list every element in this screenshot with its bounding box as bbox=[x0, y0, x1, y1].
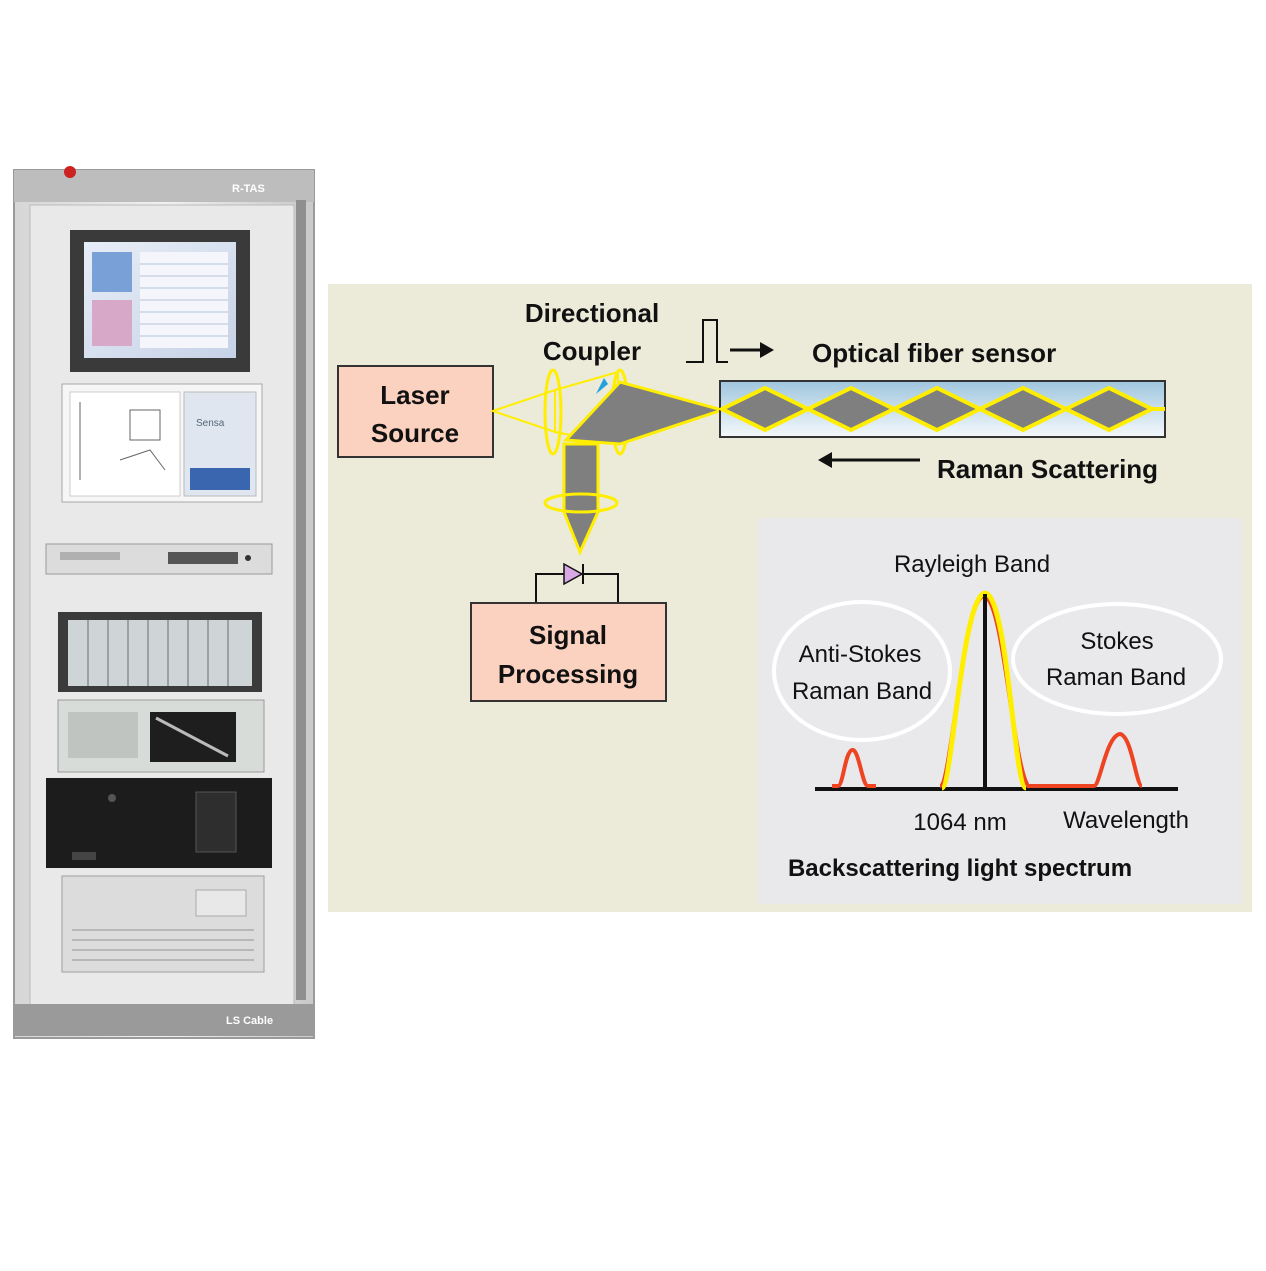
anti-stokes-ellipse bbox=[772, 600, 952, 742]
rayleigh-band-label: Rayleigh Band bbox=[894, 551, 1050, 578]
controller-blue-button bbox=[190, 468, 250, 490]
rack-card-dividers bbox=[87, 620, 229, 686]
stokes-label-line2: Raman Band bbox=[1046, 664, 1186, 691]
raman-scattering-label: Raman Scattering bbox=[937, 454, 1158, 484]
equipment-cabinet: R-TAS bbox=[13, 166, 315, 1039]
cabinet-side-rail bbox=[296, 200, 306, 1000]
instrument-knob-icon bbox=[108, 794, 116, 802]
anti-stokes-peak bbox=[832, 747, 876, 788]
network-switch bbox=[45, 543, 273, 575]
coupler-label-line2: Coupler bbox=[543, 336, 641, 366]
wavelength-value-label: 1064 nm bbox=[913, 809, 1006, 836]
stokes-label-line1: Stokes bbox=[1080, 628, 1153, 655]
switch-label-strip bbox=[60, 552, 120, 560]
instrument-panel bbox=[195, 791, 237, 853]
controller-display bbox=[69, 391, 181, 497]
bottom-vents bbox=[72, 929, 254, 961]
coupler-label-line1: Directional bbox=[525, 298, 659, 328]
photodiode-icon bbox=[535, 562, 619, 604]
cabinet-top-badge: R-TAS bbox=[232, 183, 265, 195]
anti-stokes-label-line1: Anti-Stokes bbox=[799, 641, 922, 668]
return-beam bbox=[562, 442, 600, 556]
spectrum-panel bbox=[758, 518, 1242, 904]
computer-vent bbox=[68, 712, 138, 758]
laser-label-line2: Source bbox=[371, 418, 459, 448]
bottom-unit bbox=[61, 875, 265, 973]
fiber-light-path bbox=[717, 385, 1165, 433]
detector-lens-icon bbox=[543, 492, 619, 514]
laser-label-line1: Laser bbox=[380, 380, 449, 410]
cabinet-base bbox=[14, 1004, 314, 1036]
computer-unit bbox=[57, 699, 265, 773]
cabinet-top-bar bbox=[14, 170, 314, 202]
optical-fiber-label: Optical fiber sensor bbox=[812, 338, 1056, 368]
card-rack bbox=[58, 612, 262, 692]
rayleigh-peak bbox=[939, 590, 1029, 791]
instrument-slot bbox=[72, 852, 96, 860]
indicator-light-icon bbox=[64, 166, 76, 178]
left-arrow-icon bbox=[818, 452, 920, 468]
spectrum-caption: Backscattering light spectrum bbox=[788, 855, 1132, 882]
laser-source-box bbox=[337, 365, 494, 458]
bottom-panel bbox=[195, 889, 247, 917]
controller-brand: Sensa bbox=[196, 418, 225, 429]
input-lens-icon bbox=[543, 368, 563, 456]
switch-ports bbox=[168, 552, 238, 564]
screen-table-lines bbox=[140, 263, 228, 337]
wavelength-axis-label: Wavelength bbox=[1063, 807, 1189, 834]
switch-led-icon bbox=[245, 555, 251, 561]
instrument-unit bbox=[46, 778, 272, 868]
coupler-mirror-icon bbox=[596, 378, 608, 394]
screen-panel bbox=[92, 300, 132, 346]
signal-label-line1: Signal bbox=[529, 620, 607, 650]
cabinet-brand-label: LS Cable bbox=[226, 1015, 273, 1027]
screen-window-icon bbox=[92, 252, 132, 292]
stokes-ellipse bbox=[1011, 602, 1223, 716]
pulse-icon bbox=[686, 319, 728, 363]
computer-bay-glint bbox=[155, 716, 229, 758]
signal-processing-box bbox=[470, 602, 667, 702]
monitor-unit bbox=[70, 230, 250, 372]
controller-schematic bbox=[79, 402, 166, 480]
right-arrow-icon bbox=[730, 342, 774, 358]
controller-unit: Sensa bbox=[61, 383, 263, 503]
anti-stokes-label-line2: Raman Band bbox=[792, 678, 932, 705]
rack-cards bbox=[68, 620, 252, 686]
signal-label-line2: Processing bbox=[498, 659, 638, 689]
